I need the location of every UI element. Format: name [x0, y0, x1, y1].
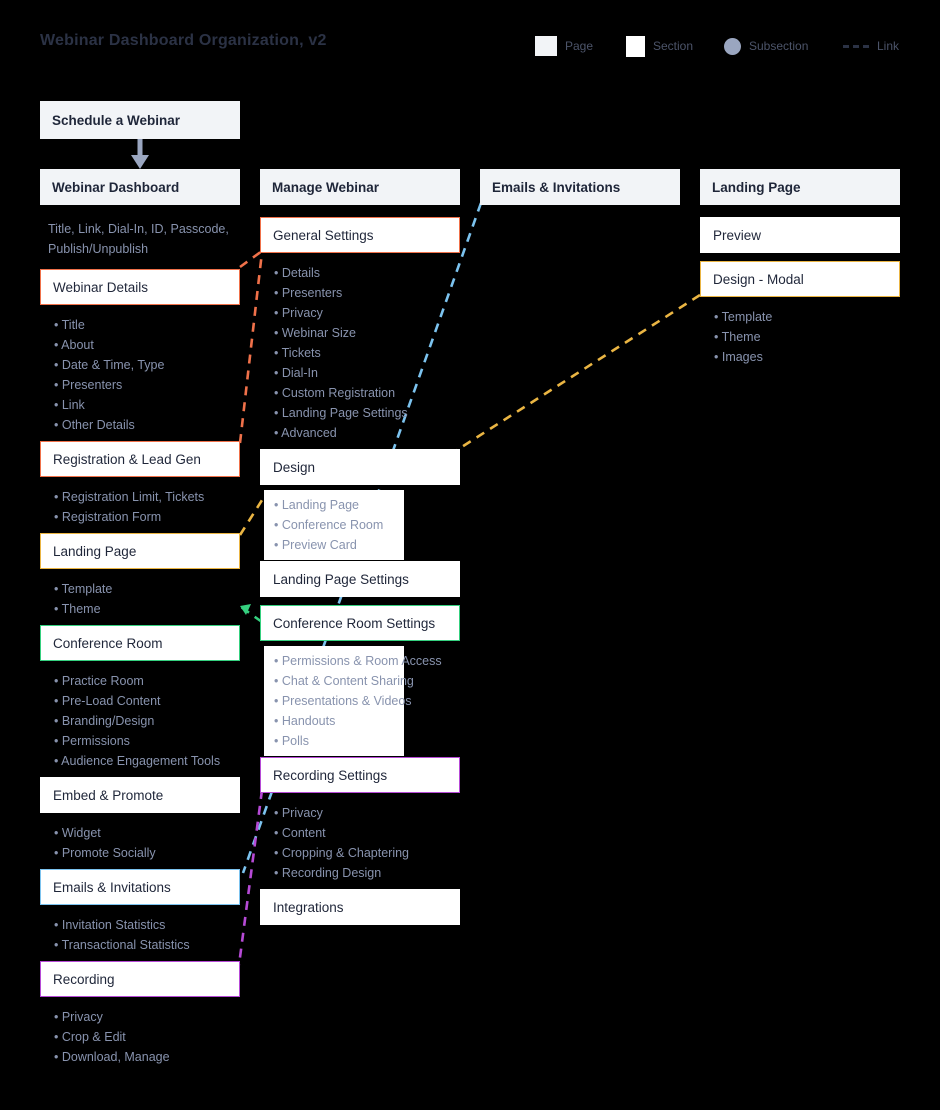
items-emails-invitations-c1: • Invitation Statistics • Transactional … — [44, 910, 254, 960]
items-registration-lead-gen: • Registration Limit, Tickets • Registra… — [44, 482, 244, 532]
list-item: • Advanced — [274, 426, 337, 440]
list-item: • Chat & Content Sharing — [274, 674, 414, 688]
list-item: • Crop & Edit — [54, 1030, 126, 1044]
list-item: • About — [54, 338, 94, 352]
items-design-modal: • Template • Theme • Images — [704, 302, 904, 372]
node-recording-c1[interactable]: Recording — [40, 961, 240, 997]
list-item: • Practice Room — [54, 674, 144, 688]
link-swatch-icon — [843, 44, 869, 48]
legend-label-page: Page — [565, 39, 594, 53]
items-conference-room-settings: • Permissions & Room Access • Chat & Con… — [264, 646, 442, 756]
node-recording-settings[interactable]: Recording Settings — [260, 757, 460, 793]
link-design-modal-to-design — [456, 293, 701, 452]
items-general-settings: • Details • Presenters • Privacy • Webin… — [264, 258, 474, 448]
list-item: • Date & Time, Type — [54, 358, 165, 372]
list-item: • Transactional Statistics — [54, 938, 190, 952]
page-swatch-icon — [535, 36, 557, 56]
list-item: • Title — [54, 318, 85, 332]
node-webinar-details[interactable]: Webinar Details — [40, 269, 240, 305]
items-landing-page-c1: • Template • Theme — [44, 574, 244, 624]
list-item: • Audience Engagement Tools — [54, 754, 221, 768]
node-emails-invitations-c1[interactable]: Emails & Invitations — [40, 869, 240, 905]
list-item: • Details — [274, 266, 321, 280]
list-item: • Theme — [54, 602, 101, 616]
list-item: • Conference Room — [274, 518, 384, 532]
list-item: • Permissions & Room Access — [274, 654, 442, 668]
list-item: • Presenters — [54, 378, 123, 392]
legend-label-section: Section — [653, 39, 694, 53]
items-conference-room-c1: • Practice Room • Pre-Load Content • Bra… — [44, 666, 274, 776]
list-item: • Cropping & Chaptering — [274, 846, 410, 860]
node-registration-lead-gen[interactable]: Registration & Lead Gen — [40, 441, 240, 477]
list-item: • Polls — [274, 734, 309, 748]
list-item: • Privacy — [54, 1010, 103, 1024]
list-item: • Tickets — [274, 346, 321, 360]
list-item: • Invitation Statistics — [54, 918, 166, 932]
list-item: • Handouts — [274, 714, 336, 728]
list-item: • Theme — [714, 330, 761, 344]
items-recording-settings: • Privacy • Content • Cropping & Chapter… — [264, 798, 474, 888]
node-webinar-dashboard[interactable]: Webinar Dashboard — [40, 169, 240, 205]
list-item: • Preview Card — [274, 538, 357, 552]
node-emails-invitations-c3[interactable]: Emails & Invitations — [480, 169, 680, 205]
node-landing-page-c4[interactable]: Landing Page — [700, 169, 900, 205]
list-item: • Dial-In — [274, 366, 318, 380]
legend-label-subsection: Subsection — [749, 39, 809, 53]
items-design: • Landing Page • Conference Room • Previ… — [264, 490, 404, 560]
list-item: • Download, Manage — [54, 1050, 170, 1064]
node-embed-promote[interactable]: Embed & Promote — [40, 777, 240, 813]
items-webinar-details: • Title • About • Date & Time, Type • Pr… — [44, 310, 244, 440]
list-item: • Privacy — [274, 806, 323, 820]
list-item: • Pre-Load Content — [54, 694, 161, 708]
node-landing-page-settings[interactable]: Landing Page Settings — [260, 561, 460, 597]
node-general-settings[interactable]: General Settings — [260, 217, 460, 253]
list-item: • Landing Page — [274, 498, 360, 512]
legend-item-section: Section — [626, 35, 694, 57]
node-integrations[interactable]: Integrations — [260, 889, 460, 925]
list-item: • Webinar Size — [274, 326, 356, 340]
list-item: • Presenters — [274, 286, 343, 300]
list-item: • Recording Design — [274, 866, 382, 880]
subsection-swatch-icon — [724, 37, 741, 55]
list-item: • Registration Limit, Tickets — [54, 490, 205, 504]
list-item: • Presentations & Videos — [274, 694, 412, 708]
list-item: • Promote Socially — [54, 846, 156, 860]
items-embed-promote: • Widget • Promote Socially — [44, 818, 244, 868]
legend-item-link: Link — [843, 36, 899, 56]
legend-item-page: Page — [535, 36, 593, 56]
node-conference-room-settings[interactable]: Conference Room Settings — [260, 605, 460, 641]
node-preview[interactable]: Preview — [700, 217, 900, 253]
list-item: • Link — [54, 398, 85, 412]
list-item: • Landing Page Settings — [274, 406, 408, 420]
node-landing-page-c1[interactable]: Landing Page — [40, 533, 240, 569]
list-item: • Privacy — [274, 306, 323, 320]
list-item: • Template — [714, 310, 773, 324]
webinar-dashboard-meta-text: Title, Link, Dial-In, ID, Passcode, Publ… — [48, 222, 229, 256]
node-design-modal[interactable]: Design - Modal — [700, 261, 900, 297]
schedule-to-dashboard-arrow — [131, 139, 149, 169]
list-item: • Branding/Design — [54, 714, 155, 728]
list-item: • Other Details — [54, 418, 135, 432]
list-item: • Widget — [54, 826, 101, 840]
node-conference-room-c1[interactable]: Conference Room — [40, 625, 240, 661]
legend-item-subsection: Subsection — [724, 36, 808, 56]
list-item: • Images — [714, 350, 763, 364]
list-item: • Permissions — [54, 734, 130, 748]
list-item: • Registration Form — [54, 510, 162, 524]
node-design[interactable]: Design — [260, 449, 460, 485]
section-swatch-icon — [626, 35, 645, 57]
node-manage-webinar[interactable]: Manage Webinar — [260, 169, 460, 205]
items-recording-c1: • Privacy • Crop & Edit • Download, Mana… — [44, 1002, 254, 1072]
list-item: • Template — [54, 582, 113, 596]
page-title: Webinar Dashboard Organization, v2 — [40, 32, 327, 49]
legend-label-link: Link — [877, 39, 900, 53]
node-schedule-a-webinar[interactable]: Schedule a Webinar — [40, 101, 240, 139]
list-item: • Content — [274, 826, 326, 840]
list-item: • Custom Registration — [274, 386, 396, 400]
